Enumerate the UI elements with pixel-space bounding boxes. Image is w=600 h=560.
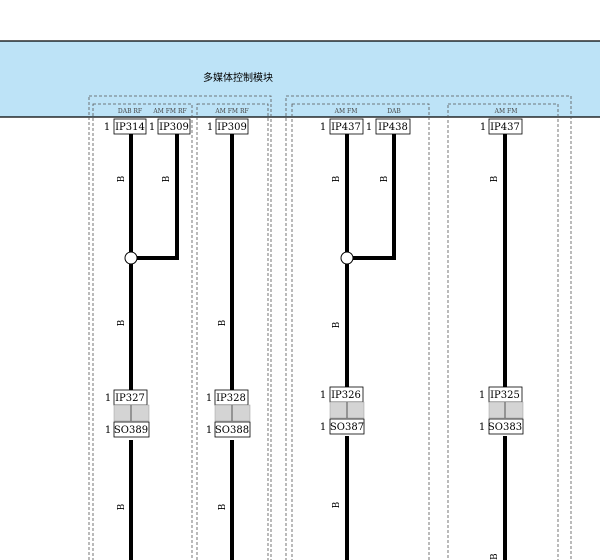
wire-ip309-branch [131, 134, 179, 260]
module-title: 多媒体控制模块 [203, 71, 273, 84]
wire-color-label: B [117, 319, 127, 326]
pin-number: 1 [149, 122, 155, 133]
wire-color-label: B [218, 319, 228, 326]
wire-color-label: B [218, 503, 228, 510]
wire-color-label: B [162, 175, 172, 182]
pin-number: 1 [105, 425, 111, 436]
connector-label: IP309 [217, 122, 247, 133]
connector-label: IP326 [331, 390, 361, 401]
module-pin-ip309-b: 1 IP309 [207, 118, 249, 135]
module-header [0, 41, 600, 117]
splice-node-2 [340, 251, 354, 265]
connector-label: IP437 [331, 122, 361, 133]
pin-number: 1 [320, 390, 326, 401]
wire-color-label: B [380, 175, 390, 182]
wires [129, 134, 507, 560]
connector-label: SO389 [114, 425, 148, 436]
connector-label: IP309 [159, 122, 189, 133]
shield-boxes [88, 95, 572, 560]
pin-number: 1 [320, 422, 326, 433]
inline-connector-ip328-so388: 1 IP328 1 SO388 [206, 389, 251, 438]
module-pin-ip314: 1 IP314 [104, 118, 147, 135]
wire-color-label: B [332, 175, 342, 182]
splice-node-1 [124, 251, 138, 265]
wire-color-label: B [332, 501, 342, 508]
group-label-dab-rf: DAB RF [118, 108, 142, 115]
connector-label: IP328 [216, 393, 246, 404]
pin-number: 1 [479, 390, 485, 401]
group-label-am-fm-1: AM FM [334, 108, 358, 115]
pin-number: 1 [479, 422, 485, 433]
wire-color-label: B [332, 321, 342, 328]
pin-number: 1 [104, 122, 110, 133]
wire-color-label: B [117, 175, 127, 182]
connector-label: IP327 [115, 393, 145, 404]
pin-number: 1 [105, 393, 111, 404]
module-pin-ip437-b: 1 IP437 [480, 118, 523, 135]
connector-label: IP325 [490, 390, 520, 401]
module-pin-ip438: 1 IP438 [366, 118, 411, 135]
wire-color-label: B [490, 175, 500, 182]
pin-number: 1 [206, 425, 212, 436]
inline-connector-ip326-so387: 1 IP326 1 SO387 [320, 386, 365, 435]
group-label-am-fm-2: AM FM [494, 108, 518, 115]
wire-color-label: B [490, 553, 500, 560]
inline-connector-ip327-so389: 1 IP327 1 SO389 [105, 389, 150, 438]
pin-number: 1 [206, 393, 212, 404]
inline-connector-ip325-so383: 1 IP325 1 SO383 [479, 386, 524, 435]
group-label-am-fm-rf-1: AM FM RF [152, 108, 186, 115]
connector-label: SO387 [330, 422, 364, 433]
module-pin-ip309-a: 1 IP309 [149, 118, 191, 135]
connector-label: SO388 [215, 425, 249, 436]
pin-number: 1 [366, 122, 372, 133]
wire-color-label: B [117, 503, 127, 510]
module-pin-ip437-a: 1 IP437 [320, 118, 364, 135]
connector-label: IP437 [490, 122, 520, 133]
pin-number: 1 [480, 122, 486, 133]
group-label-dab: DAB [387, 108, 401, 115]
wire-ip438-branch [347, 134, 396, 260]
pin-number: 1 [320, 122, 326, 133]
connector-label: SO383 [488, 422, 522, 433]
connector-label: IP438 [378, 122, 408, 133]
pin-number: 1 [207, 122, 213, 133]
group-label-am-fm-rf-2: AM FM RF [214, 108, 248, 115]
connector-label: IP314 [115, 122, 145, 133]
